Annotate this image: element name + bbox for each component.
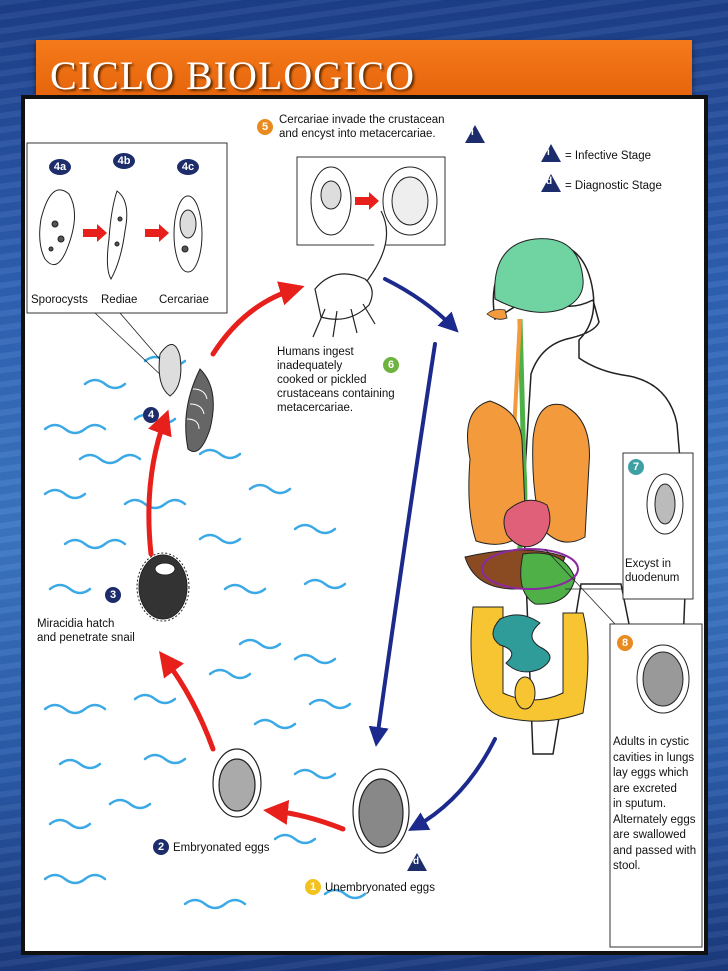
arrow-3-to-4 (146, 409, 172, 557)
legend-infective-label: = Infective Stage (565, 150, 651, 162)
nasal-cavity (486, 309, 508, 320)
arrow-4b-to-4c (145, 224, 169, 242)
arrow-2-to-3 (159, 650, 216, 752)
step-2-badge: 2 (153, 839, 169, 855)
water-waves (43, 355, 367, 910)
legend-diagnostic-label: = Diagnostic Stage (565, 180, 662, 192)
step-8-badge: 8 (617, 635, 633, 651)
arrow-4a-to-4b (83, 224, 107, 242)
legend-infective-letter: i (547, 147, 550, 158)
redia-drawing (106, 190, 128, 281)
step-3-badge: 3 (105, 587, 121, 603)
brain (494, 238, 584, 313)
arrow-4-to-crustacean (210, 281, 305, 357)
arrow-stool-to-egg (408, 737, 497, 831)
step-5-label: Cercariae invade the crustacean and ency… (279, 114, 445, 140)
life-cycle-diagram: 4a 4b 4c Sporocysts Rediae Cercariae 5 C… (21, 95, 708, 955)
diagnostic-marker-letter: d (413, 856, 420, 867)
step-8-label: Adults in cystic cavities in lungs lay e… (613, 736, 697, 872)
step-4b-badge: 4b (113, 153, 135, 169)
step-7-badge: 7 (628, 459, 644, 475)
arrow-cercaria-to-metacercaria (355, 192, 379, 210)
adult-fluke-drawing (636, 644, 690, 714)
infective-marker-step-5 (465, 125, 485, 143)
miracidium-drawing (136, 552, 190, 622)
step-4a-badge: 4a (49, 159, 71, 175)
diagram-artwork (26, 125, 703, 948)
step-1-badge: 1 (305, 879, 321, 895)
step-4c-badge: 4c (177, 159, 199, 175)
diaphragm-outline (481, 548, 579, 590)
metacercaria-drawing (382, 166, 438, 236)
infective-legend-triangle (541, 144, 561, 162)
step-1-label: Unembryonated eggs (325, 882, 435, 894)
diagnostic-legend-triangle (541, 174, 561, 192)
excysting-metacercaria-drawing (646, 473, 684, 535)
arrow-human-to-egg-sputum (368, 342, 437, 747)
diagnostic-marker-step-1 (407, 853, 427, 871)
sporocysts-label: Sporocysts (31, 294, 88, 306)
human-figure (464, 238, 688, 795)
step-4-badge: 4 (143, 407, 159, 423)
embryonated-egg-drawing (212, 748, 262, 818)
heart (503, 499, 551, 548)
cercaria-drawing (173, 195, 203, 273)
step-5-badge: 5 (257, 119, 273, 135)
step-3-label: Miracidia hatch and penetrate snail (37, 618, 135, 644)
step-6-badge: 6 (383, 357, 399, 373)
legend-diagnostic-letter: d (546, 176, 553, 187)
step-6-label: Humans ingest inadequately cooked or pic… (277, 346, 395, 414)
title-banner (36, 40, 692, 104)
rectum (514, 676, 536, 710)
sporocyst-drawing (39, 189, 75, 266)
small-intestine (492, 614, 551, 673)
step-7-label: Excyst in duodenum (625, 558, 680, 584)
arrow-crustacean-to-human (383, 277, 459, 333)
arrow-1-to-2 (263, 799, 346, 832)
rediae-label: Rediae (101, 294, 138, 306)
snail-drawing (158, 344, 214, 452)
cercariae-label: Cercariae (159, 294, 209, 306)
unembryonated-egg-drawing (352, 768, 410, 854)
cercaria-in-crustacean-drawing (310, 166, 352, 236)
crustacean-drawing (312, 210, 388, 338)
step-2-label: Embryonated eggs (173, 842, 270, 854)
stomach (520, 552, 576, 605)
infective-marker-letter: i (471, 127, 474, 138)
slide-title: CICLO BIOLOGICO (50, 53, 415, 98)
